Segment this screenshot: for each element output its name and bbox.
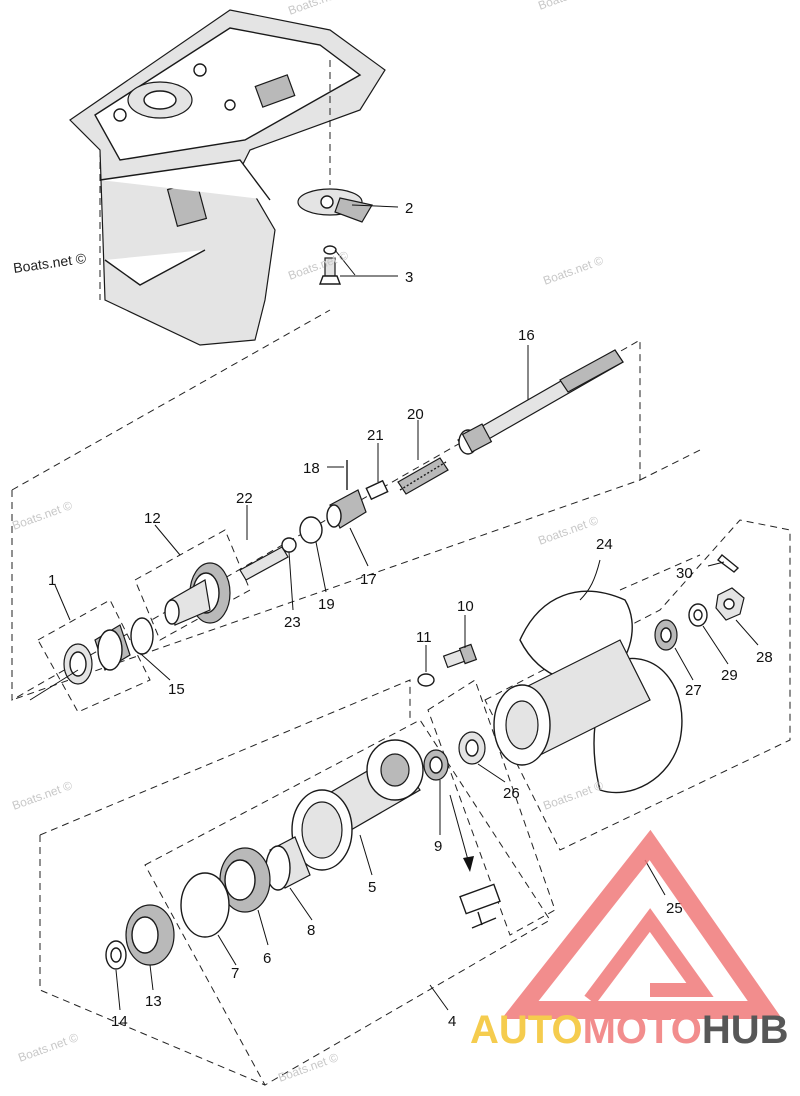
callout-4: 4: [448, 1013, 456, 1030]
callout-5: 5: [368, 879, 376, 896]
ball-part-23[interactable]: [281, 537, 297, 553]
assembly-boundary-24: [484, 519, 791, 851]
watermark-faint: Boats.net ©: [286, 0, 350, 18]
drive-shaft-part-16[interactable]: [457, 349, 624, 455]
watermark-faint: Boats.net ©: [541, 253, 605, 288]
forward-gear-part-12[interactable]: [164, 562, 231, 626]
seal-installer-tool[interactable]: [449, 794, 501, 929]
callout-22: 22: [236, 490, 253, 507]
automotohub-logo: AUTOMOTOHUB: [470, 829, 789, 1052]
callout-24: 24: [596, 536, 613, 553]
callout-30: 30: [676, 565, 693, 582]
watermark-faint: Boats.net ©: [536, 0, 600, 13]
assembly-boundary-1: [37, 599, 151, 713]
spacer-part-27[interactable]: [654, 619, 678, 651]
assembly-boundary-12: [134, 529, 251, 641]
watermark-faint: Boats.net ©: [10, 778, 74, 813]
anode-part-2[interactable]: [297, 188, 373, 223]
bolt-washer-part-3[interactable]: [318, 245, 342, 285]
watermark-faint: Boats.net ©: [276, 1050, 340, 1085]
shift-slider-part-21[interactable]: [365, 479, 389, 501]
watermark-faint: Boats.net ©: [286, 248, 350, 283]
callout-21: 21: [367, 427, 384, 444]
svg-text:AUTOMOTOHUB: AUTOMOTOHUB: [470, 1008, 789, 1052]
assembly-boundary-upper: [11, 309, 641, 701]
ball-bearing-part-6[interactable]: [219, 847, 271, 913]
callout-3: 3: [405, 269, 413, 286]
oil-seal-part-9[interactable]: [423, 749, 449, 781]
callout-16: 16: [518, 327, 535, 344]
logo-word-hub: HUB: [702, 1008, 789, 1052]
o-ring-part-7[interactable]: [180, 872, 230, 938]
callout-12: 12: [144, 510, 161, 527]
washer-part-29[interactable]: [688, 603, 708, 627]
leader-lines: [54, 204, 759, 1011]
bolt-part-10[interactable]: [442, 643, 478, 669]
clutch-dog-part-17[interactable]: [326, 489, 367, 529]
nut-part-28[interactable]: [715, 587, 745, 621]
callout-15: 15: [168, 681, 185, 698]
callout-labels: 1 2 3 4 5 6 7 8 9 10 11 12 13 14 15 16 1…: [48, 200, 773, 1030]
callout-25: 25: [666, 900, 683, 917]
watermark-faint: Boats.net ©: [10, 498, 74, 533]
callout-28: 28: [756, 649, 773, 666]
callout-17: 17: [360, 571, 377, 588]
propeller-shaft-housing-part-5[interactable]: [291, 739, 424, 871]
logo-word-auto: AUTO: [470, 1008, 583, 1052]
watermark-boats-net: Boats.net ©: [12, 250, 88, 276]
assembly-boundary-9: [427, 679, 556, 936]
callout-11: 11: [416, 629, 432, 646]
cotter-pin-part-30[interactable]: [717, 554, 740, 573]
push-rod-part-22[interactable]: [239, 546, 289, 581]
callout-10: 10: [457, 598, 474, 615]
assembly-boundary-lower: [39, 679, 411, 1086]
callout-8: 8: [307, 922, 315, 939]
logo-word-moto: MOTO: [583, 1008, 702, 1052]
spring-clip-part-19[interactable]: [299, 516, 323, 544]
callout-9: 9: [434, 838, 442, 855]
spacer-part-26[interactable]: [458, 731, 486, 765]
shim-part-14[interactable]: [105, 940, 127, 970]
watermark-faint: Boats.net ©: [16, 1030, 80, 1065]
watermark-faint: Boats.net ©: [541, 778, 605, 813]
washer-part-11[interactable]: [417, 673, 435, 687]
callout-7: 7: [231, 965, 239, 982]
tapered-bearing-part-1[interactable]: [63, 624, 131, 685]
callout-2: 2: [405, 200, 413, 217]
callout-23: 23: [284, 614, 301, 631]
lower-case-housing[interactable]: [69, 9, 386, 346]
bearing-part-8[interactable]: [265, 836, 311, 891]
watermark-faint: Boats.net ©: [536, 513, 600, 548]
callout-29: 29: [721, 667, 738, 684]
shim-part-15[interactable]: [130, 617, 154, 655]
spring-part-20[interactable]: [397, 457, 449, 495]
propeller-part-24[interactable]: [493, 559, 683, 794]
logo-triangle: [501, 829, 783, 1019]
callout-26: 26: [503, 785, 520, 802]
callout-1: 1: [48, 572, 56, 589]
reverse-gear-part-13[interactable]: [125, 904, 175, 966]
callout-13: 13: [145, 993, 162, 1010]
callout-27: 27: [685, 682, 702, 699]
callout-18: 18: [303, 460, 320, 477]
callout-20: 20: [407, 406, 424, 423]
callout-6: 6: [263, 950, 271, 967]
callout-19: 19: [318, 596, 335, 613]
assembly-boundary-4: [144, 719, 551, 1086]
callout-14: 14: [111, 1013, 128, 1030]
